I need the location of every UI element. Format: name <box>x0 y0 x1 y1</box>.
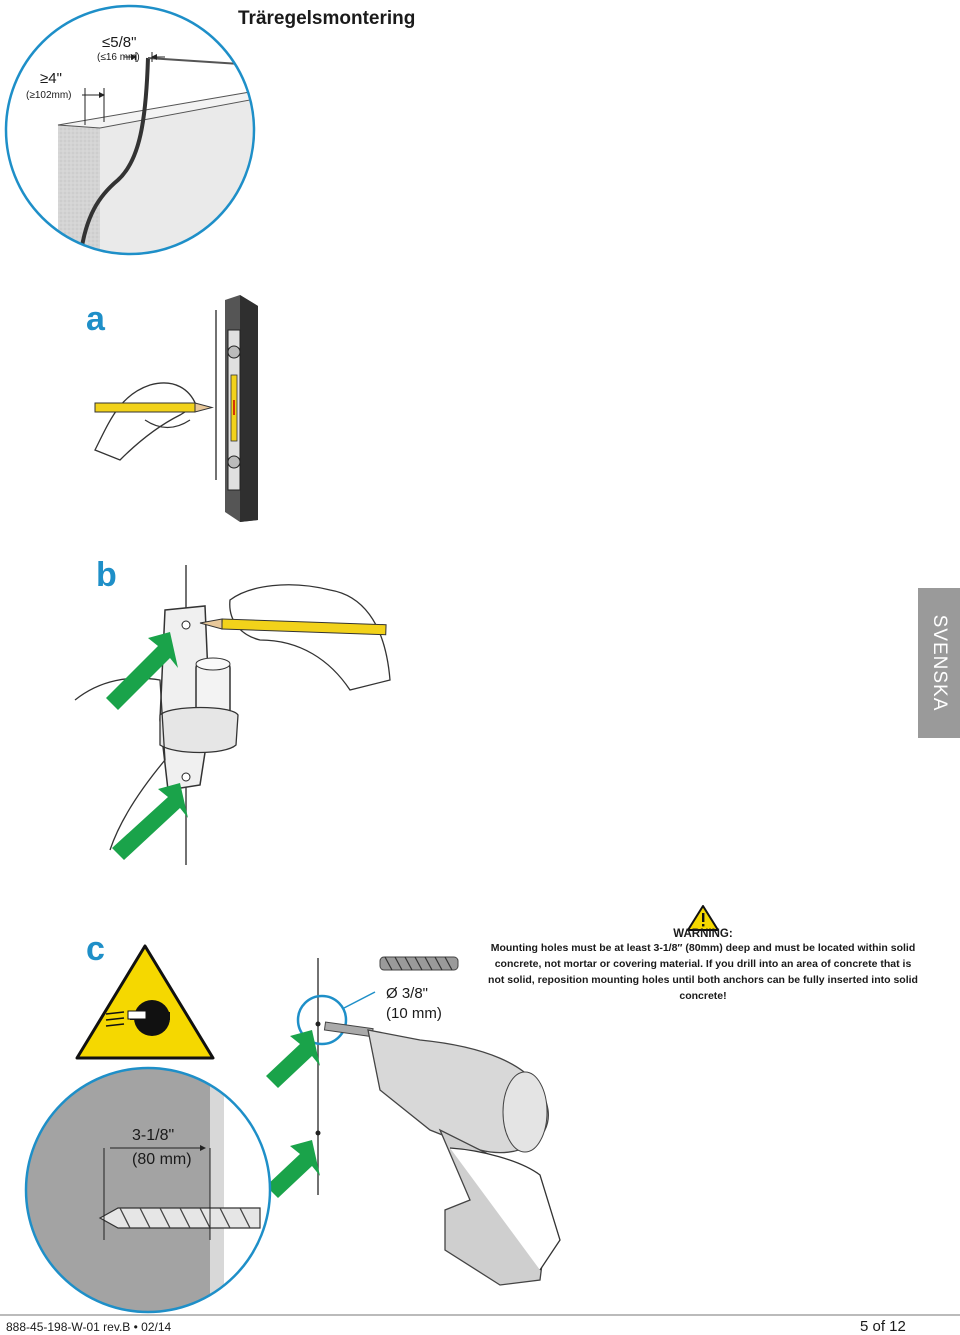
stud-min-label: ≥4" <box>40 70 62 87</box>
step-b-label: b <box>96 556 117 594</box>
warning-title: WARNING: <box>673 928 733 940</box>
language-tab: SVENSKA <box>918 588 960 738</box>
footer-page-number: 5 of 12 <box>860 1318 906 1335</box>
cover-max-mm-label: (≤16 mm) <box>97 52 140 63</box>
step-a-label: a <box>86 300 105 338</box>
depth-mm-label: (80 mm) <box>132 1151 192 1168</box>
drill-bit-sample <box>379 956 459 971</box>
step-c-label: c <box>86 930 105 968</box>
green-arrows-c <box>266 1030 320 1198</box>
level-illustration <box>215 295 258 522</box>
green-arrows-b <box>106 632 188 860</box>
cover-max-label: ≤5/8" <box>102 34 137 51</box>
page-title: Träregelsmontering <box>238 8 416 29</box>
footer-doc-id: 888-45-198-W-01 rev.B • 02/14 <box>6 1320 172 1334</box>
depth-detail-circle <box>26 1068 270 1312</box>
warning-body: Mounting holes must be at least 3-1/8″ (… <box>488 942 918 1002</box>
warning-icon <box>687 905 719 931</box>
stud-detail-circle <box>6 6 254 254</box>
drill-diameter-mm-label: (10 mm) <box>386 1005 442 1022</box>
bracket-illustration <box>159 565 239 865</box>
depth-label: 3-1/8" <box>132 1127 175 1144</box>
drill-illustration <box>296 958 561 1286</box>
language-tab-label: SVENSKA <box>929 614 950 712</box>
pencil-hand-a <box>94 382 214 461</box>
eye-protection-sign <box>75 944 215 1060</box>
drill-diameter-label: Ø 3/8" <box>386 985 429 1002</box>
stud-min-mm-label: (≥102mm) <box>26 90 72 101</box>
warning-block: WARNING: Mounting holes must be at least… <box>488 900 918 1004</box>
pencil-hand-b <box>74 584 391 851</box>
